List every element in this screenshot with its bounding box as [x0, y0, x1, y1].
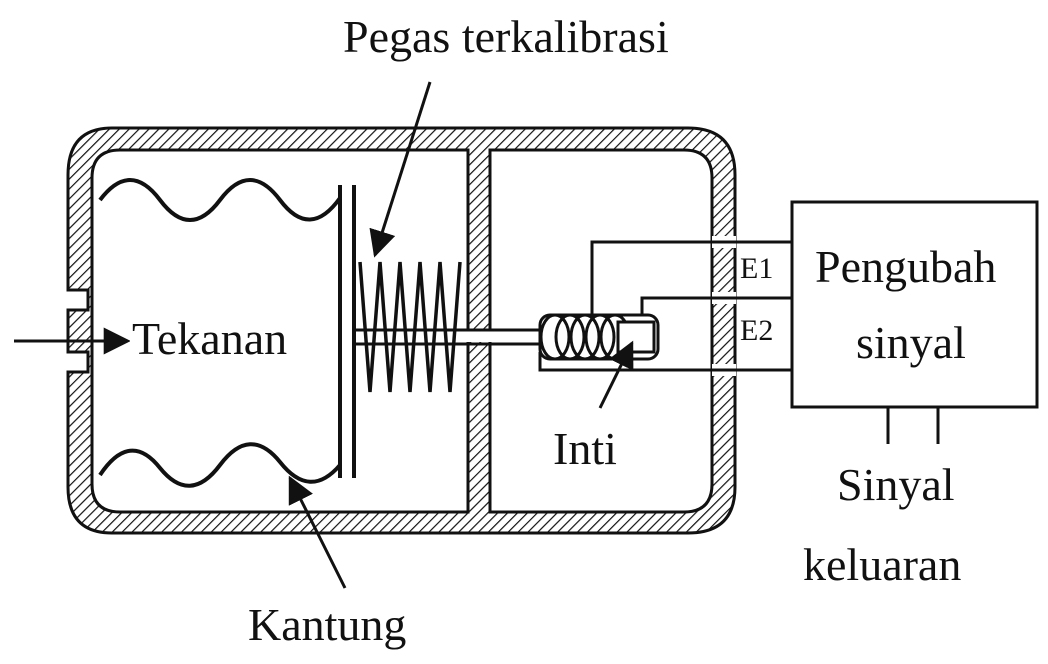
housing-wall: [66, 126, 737, 535]
calibrated-spring: [358, 261, 462, 393]
signal-wires: [538, 240, 800, 372]
e1-label: E1: [740, 252, 774, 285]
output-label-line1: Sinyal: [837, 459, 955, 510]
e2-label: E2: [740, 314, 774, 347]
core-label: Inti: [553, 423, 617, 474]
pressure-label: Tekanan: [130, 313, 290, 364]
bag-label: Kantung: [248, 599, 407, 650]
converter-label-line2: sinyal: [856, 317, 966, 368]
output-label-line2: keluaran: [803, 539, 962, 590]
spring-label: Pegas terkalibrasi: [343, 11, 669, 62]
output-leads: [886, 407, 940, 444]
coil-core: [538, 313, 660, 361]
converter-label-line1: Pengubah: [815, 241, 997, 292]
signal-converter-box: [790, 200, 1039, 409]
leader-lines: [288, 81, 634, 589]
